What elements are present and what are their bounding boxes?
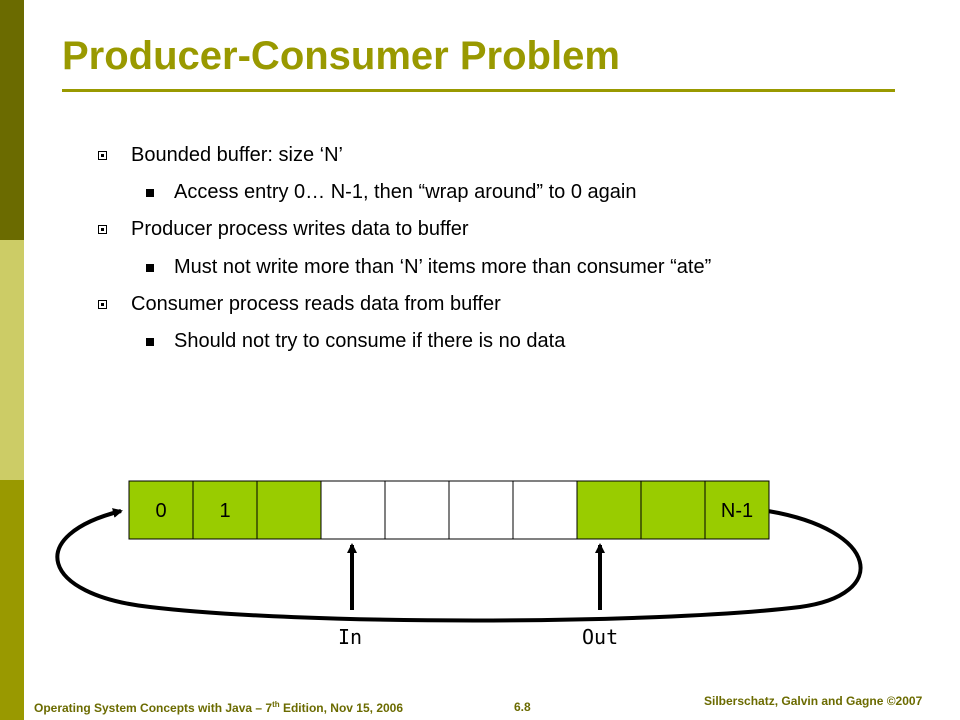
wrap-around-arrow xyxy=(55,508,863,623)
buffer-cell xyxy=(320,480,386,540)
buffer-cell xyxy=(128,480,194,540)
buffer-cell xyxy=(256,480,322,540)
footer-book-prefix: Operating System Concepts with Java – 7 xyxy=(34,701,273,715)
title-underline xyxy=(62,89,895,92)
side-bar-middle xyxy=(0,240,24,480)
buffer-cell-label: N-1 xyxy=(721,500,753,522)
buffer-cell xyxy=(448,480,514,540)
buffer-cell xyxy=(192,480,258,540)
page-number: 6.8 xyxy=(514,700,531,714)
out-label: Out xyxy=(582,625,618,649)
in-label: In xyxy=(338,625,362,649)
buffer-cell xyxy=(576,480,642,540)
slide-title: Producer-Consumer Problem xyxy=(62,34,620,78)
side-bar-bottom xyxy=(0,480,24,720)
side-bar-top xyxy=(0,0,24,240)
footer-book-sup: th xyxy=(272,700,280,709)
buffer-cell xyxy=(384,480,450,540)
buffer-cell xyxy=(512,480,578,540)
buffer-cell xyxy=(640,480,706,540)
buffer-cells: 0 1 N-1 xyxy=(128,480,770,540)
footer-authors: Silberschatz, Galvin and Gagne ©2007 xyxy=(704,694,923,708)
buffer-cell xyxy=(704,480,770,540)
footer-book-title: Operating System Concepts with Java – 7t… xyxy=(34,700,403,715)
buffer-cell-label: 1 xyxy=(219,500,230,522)
footer-book-suffix: Edition, Nov 15, 2006 xyxy=(279,701,404,715)
buffer-cell-label: 0 xyxy=(155,500,166,522)
